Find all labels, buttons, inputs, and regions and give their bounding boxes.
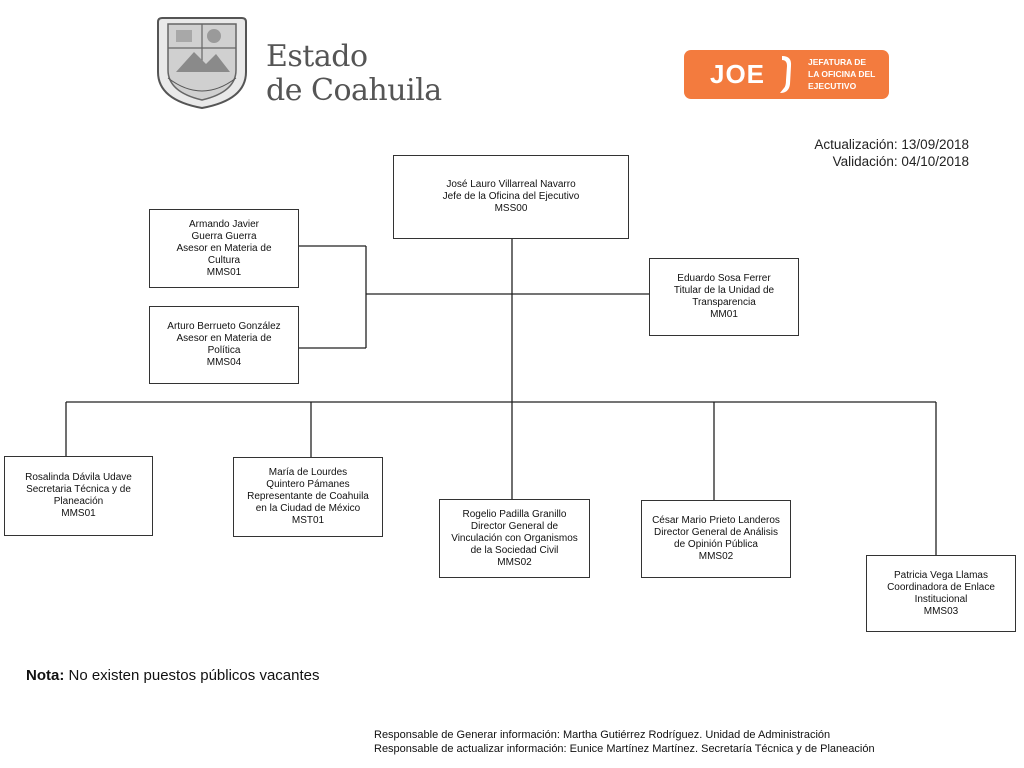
node-code: MMS01 [206, 266, 242, 278]
responsibility-footer: Responsable de Generar información: Mart… [374, 728, 875, 756]
node-institutional-liaison: Patricia Vega Llamas Coordinadora de Enl… [866, 555, 1016, 632]
state-wordmark: Estado de Coahuila [266, 40, 442, 108]
node-name: Rogelio Padilla Granillo [462, 508, 567, 520]
node-title: Vinculación con Organismos [451, 532, 578, 544]
node-root: José Lauro Villarreal Navarro Jefe de la… [393, 155, 629, 239]
node-name: María de Lourdes [268, 467, 348, 478]
node-title: en la Ciudad de México [255, 503, 361, 514]
node-title: Asesor en Materia de [176, 242, 272, 254]
update-date: Actualización: 13/09/2018 [814, 137, 969, 152]
node-transparency: Eduardo Sosa Ferrer Titular de la Unidad… [649, 258, 799, 336]
node-title: Asesor en Materia de [176, 333, 272, 344]
node-technical-secretary: Rosalinda Dávila Udave Secretaria Técnic… [4, 456, 153, 536]
footer-line1: Responsable de Generar información: Mart… [374, 729, 831, 741]
node-name: José Lauro Villarreal Navarro [446, 179, 576, 190]
joe-logo-text: JOE [710, 59, 766, 89]
node-name: Guerra Guerra [191, 230, 257, 242]
node-cdmx-rep: María de Lourdes Quintero Pámanes Repres… [233, 457, 383, 537]
note-text: No existen puestos públicos vacantes [64, 667, 320, 684]
node-civil-society: Rogelio Padilla Granillo Director Genera… [439, 499, 590, 578]
coahuila-coat-of-arms-logo [157, 17, 247, 110]
node-name: Eduardo Sosa Ferrer [677, 273, 771, 284]
footer-line2: Responsable de actualizar información: E… [374, 743, 875, 755]
vacancy-note: Nota: No existen puestos públicos vacant… [26, 667, 319, 684]
joe-logo-subtitle: JEFATURA DE LA OFICINA DEL EJECUTIVO [808, 56, 875, 92]
node-code: MST01 [291, 515, 325, 526]
node-name: Rosalinda Dávila Udave [25, 472, 132, 483]
node-title: Institucional [914, 593, 968, 605]
node-name: César Mario Prieto Landeros [652, 515, 780, 526]
node-title: Política [207, 345, 241, 356]
date-info: Actualización: 13/09/2018 Validación: 04… [814, 136, 969, 170]
node-title: Representante de Coahuila [247, 491, 369, 502]
node-code: MMS02 [497, 556, 532, 568]
node-code: MMS04 [206, 357, 242, 368]
node-title: de la Sociedad Civil [470, 544, 559, 556]
joe-sub-line2: LA OFICINA DEL [808, 69, 876, 79]
node-code: MMS01 [61, 508, 96, 519]
node-name: Quintero Pámanes [266, 479, 350, 490]
node-title: Titular de la Unidad de [673, 285, 775, 296]
node-advisor-politics: Arturo Berrueto González Asesor en Mater… [149, 306, 299, 384]
node-code: MM01 [710, 309, 738, 320]
node-title: Coordinadora de Enlace [887, 581, 995, 593]
node-code: MMS03 [923, 605, 959, 617]
node-title: Cultura [207, 254, 241, 266]
node-public-opinion: César Mario Prieto Landeros Director Gen… [641, 500, 791, 578]
node-title: de Opinión Pública [674, 539, 758, 550]
joe-mark-icon [780, 56, 792, 93]
state-name-line1: Estado [266, 39, 368, 74]
node-title: Director General de Análisis [654, 527, 778, 538]
node-title: Secretaria Técnica y de [26, 484, 131, 495]
node-title: Transparencia [692, 297, 756, 308]
node-title: Jefe de la Oficina del Ejecutivo [442, 191, 580, 202]
node-name: Patricia Vega Llamas [894, 569, 988, 581]
node-name: Arturo Berrueto González [167, 321, 281, 332]
node-title: Planeación [53, 496, 104, 507]
joe-logo: JOE JEFATURA DE LA OFICINA DEL EJECUTIVO [684, 50, 889, 99]
note-label: Nota: [26, 667, 65, 684]
validation-date: Validación: 04/10/2018 [832, 154, 969, 169]
node-title: Director General de [470, 520, 559, 532]
node-name: Armando Javier [188, 218, 260, 230]
state-name-line2: de Coahuila [266, 73, 442, 108]
node-advisor-culture: Armando Javier Guerra Guerra Asesor en M… [149, 209, 299, 288]
joe-sub-line1: JEFATURA DE [808, 57, 867, 67]
joe-sub-line3: EJECUTIVO [808, 81, 857, 91]
node-code: MSS00 [494, 203, 528, 214]
node-code: MMS02 [698, 551, 734, 562]
